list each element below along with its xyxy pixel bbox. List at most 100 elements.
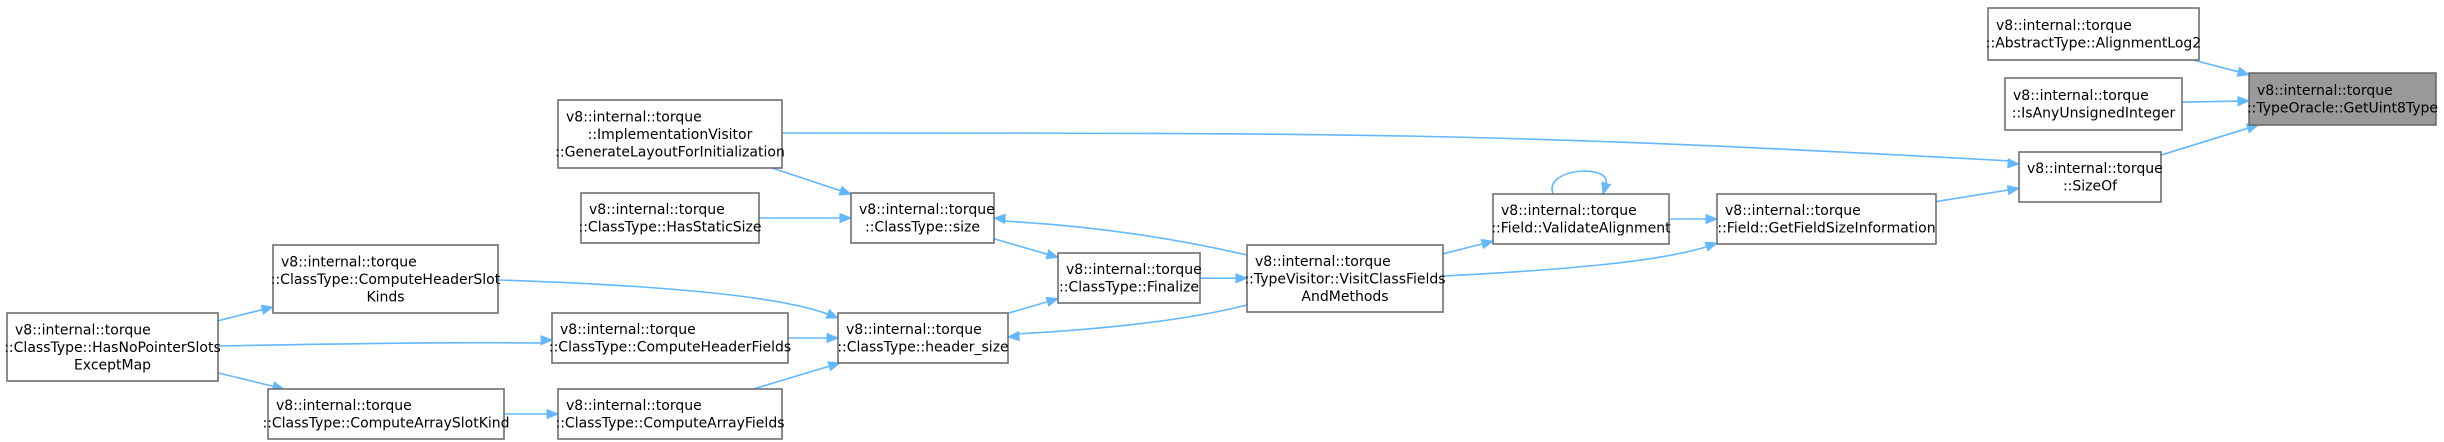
node-computearrayslot[interactable]: v8::internal::torque::ClassType::Compute…	[262, 388, 510, 440]
edge-validatealign-to-getfieldsize	[1669, 213, 1719, 225]
node-box	[551, 312, 789, 364]
node-label-line: v8::internal::torque	[15, 322, 151, 338]
arrowhead-icon	[2237, 95, 2251, 107]
node-label-line: ::Field::ValidateAlignment	[1491, 221, 1671, 237]
edge-line	[1442, 245, 1710, 277]
arrowhead-icon	[2236, 66, 2251, 77]
edge-line	[1442, 242, 1484, 255]
node-alignmentlog2[interactable]: v8::internal::torque::AbstractType::Alig…	[1986, 7, 2201, 61]
arrowhead-icon	[546, 408, 560, 420]
node-label-line: ::ClassType::ComputeHeaderSlot	[271, 272, 501, 288]
node-sizeof[interactable]: v8::internal::torque::SizeOf	[2018, 151, 2163, 203]
edge-visitclassfields-to-validatealign	[1442, 238, 1495, 255]
edge-visitclassfields-to-getfieldsize	[1442, 241, 1719, 277]
node-box	[267, 388, 505, 440]
arrowhead-icon	[992, 213, 1006, 225]
edge-implvisitor-to-sizeof	[781, 132, 2021, 169]
edge-line	[1015, 304, 1248, 335]
arrowhead-icon	[1045, 249, 1060, 260]
edge-line	[1001, 220, 1248, 256]
node-box	[1987, 7, 2200, 61]
edge-visitclassfields-to-classtype_size	[992, 213, 1248, 256]
node-box	[272, 244, 499, 314]
node-box	[850, 192, 995, 244]
node-validatealign[interactable]: v8::internal::torque::Field::ValidateAli…	[1491, 193, 1671, 245]
node-label-line: AndMethods	[1301, 289, 1388, 305]
node-visitclassfields[interactable]: v8::internal::torque::TypeVisitor::Visit…	[1244, 244, 1446, 313]
node-label-line: ::AbstractType::AlignmentLog2	[1986, 36, 2201, 52]
node-computearrayfields[interactable]: v8::internal::torque::ClassType::Compute…	[555, 388, 785, 440]
node-label-line: v8::internal::torque	[859, 202, 995, 218]
node-label-line: ::IsAnyUnsignedInteger	[2012, 106, 2176, 122]
edge-visitclassfields-to-header_size	[1006, 304, 1248, 342]
node-hasnopointer[interactable]: v8::internal::torque::ClassType::HasNoPo…	[4, 312, 221, 382]
node-label-line: v8::internal::torque	[276, 398, 412, 414]
edge-computeheaderfields-to-header_size	[788, 332, 840, 344]
node-label-line: v8::internal::torque	[2257, 83, 2393, 99]
node-label-line: ::Field::GetFieldSizeInformation	[1717, 221, 1935, 237]
node-header-size[interactable]: v8::internal::torque::ClassType::header_…	[837, 312, 1009, 364]
nodes-layer: v8::internal::torque::TypeOracle::GetUin…	[4, 7, 2438, 440]
edge-line	[2181, 100, 2240, 104]
node-label-line: v8::internal::torque	[1725, 203, 1861, 219]
node-getuint8[interactable]: v8::internal::torque::TypeOracle::GetUin…	[2247, 72, 2438, 126]
arrowhead-icon	[1601, 181, 1612, 196]
node-box	[1716, 193, 1937, 245]
edge-line	[1935, 189, 2010, 203]
node-label-line: ::ClassType::ComputeArraySlotKind	[262, 416, 509, 432]
edges-layer	[217, 59, 2260, 420]
node-box	[1057, 252, 1201, 304]
edge-finalize-to-visitclassfields	[1199, 273, 1249, 284]
edge-computearrayslot-to-computearrayfields	[504, 408, 560, 420]
edge-line	[217, 341, 545, 347]
node-label-line: v8::internal::torque	[1255, 254, 1391, 270]
edge-isanyunsigned-to-getuint8	[2181, 95, 2251, 107]
node-box	[2018, 151, 2162, 203]
edge-hasnopointer-to-computeheaderslot	[217, 304, 275, 322]
edge-line	[1551, 170, 1608, 195]
node-getfieldsize[interactable]: v8::internal::torque::Field::GetFieldSiz…	[1716, 193, 1937, 245]
node-label-line: ::TypeVisitor::VisitClassFields	[1244, 271, 1445, 287]
node-box	[557, 388, 783, 440]
edge-computearrayfields-to-header_size	[752, 361, 842, 390]
node-hasstaticsize[interactable]: v8::internal::torque::ClassType::HasStat…	[578, 192, 762, 244]
node-computeheaderslot[interactable]: v8::internal::torque::ClassType::Compute…	[271, 244, 501, 314]
node-label-line: ExceptMap	[74, 357, 151, 373]
node-finalize[interactable]: v8::internal::torque::ClassType::Finaliz…	[1057, 252, 1202, 304]
edge-classtype_size-to-finalize	[993, 238, 1060, 260]
node-label-line: ::ImplementationVisitor	[588, 127, 753, 143]
edge-line	[217, 308, 264, 322]
edge-line	[2192, 59, 2240, 73]
node-box	[6, 312, 219, 382]
node-label-line: ::ClassType::ComputeHeaderFields	[549, 340, 791, 356]
node-label-line: ::GenerateLayoutForInitialization	[555, 144, 785, 160]
edge-line	[217, 372, 275, 388]
node-classtype-size[interactable]: v8::internal::torque::ClassType::size	[850, 192, 995, 244]
node-label-line: ::ClassType::Finalize	[1059, 280, 1199, 296]
arrowhead-icon	[826, 332, 840, 344]
arrowhead-icon	[1705, 213, 1719, 225]
arrowhead-icon	[1045, 296, 1060, 307]
edge-validatealign-to-validatealign	[1551, 170, 1612, 196]
node-label-line: ::ClassType::ComputeArrayFields	[555, 416, 784, 432]
edge-hasnopointer-to-computearrayslot	[217, 372, 286, 392]
edge-line	[993, 238, 1049, 256]
node-box	[837, 312, 1009, 364]
node-label-line: v8::internal::torque	[1066, 262, 1202, 278]
arrowhead-icon	[838, 185, 853, 196]
node-label-line: ::ClassType::header_size	[837, 340, 1008, 356]
node-implvisitor[interactable]: v8::internal::torque::ImplementationVisi…	[555, 99, 785, 169]
node-computeheaderfields[interactable]: v8::internal::torque::ClassType::Compute…	[549, 312, 791, 364]
node-label-line: Kinds	[366, 289, 404, 305]
arrowhead-icon	[1704, 241, 1719, 252]
node-label-line: ::ClassType::HasStaticSize	[578, 220, 761, 236]
edge-line	[2160, 127, 2250, 156]
node-label-line: v8::internal::torque	[566, 398, 702, 414]
node-box	[2248, 72, 2437, 126]
node-label-line: ::SizeOf	[2063, 179, 2118, 195]
arrowhead-icon	[827, 361, 842, 372]
node-isanyunsigned[interactable]: v8::internal::torque::IsAnyUnsignedInteg…	[2004, 77, 2183, 131]
arrowhead-icon	[2006, 184, 2021, 196]
arrowhead-icon	[839, 212, 853, 224]
